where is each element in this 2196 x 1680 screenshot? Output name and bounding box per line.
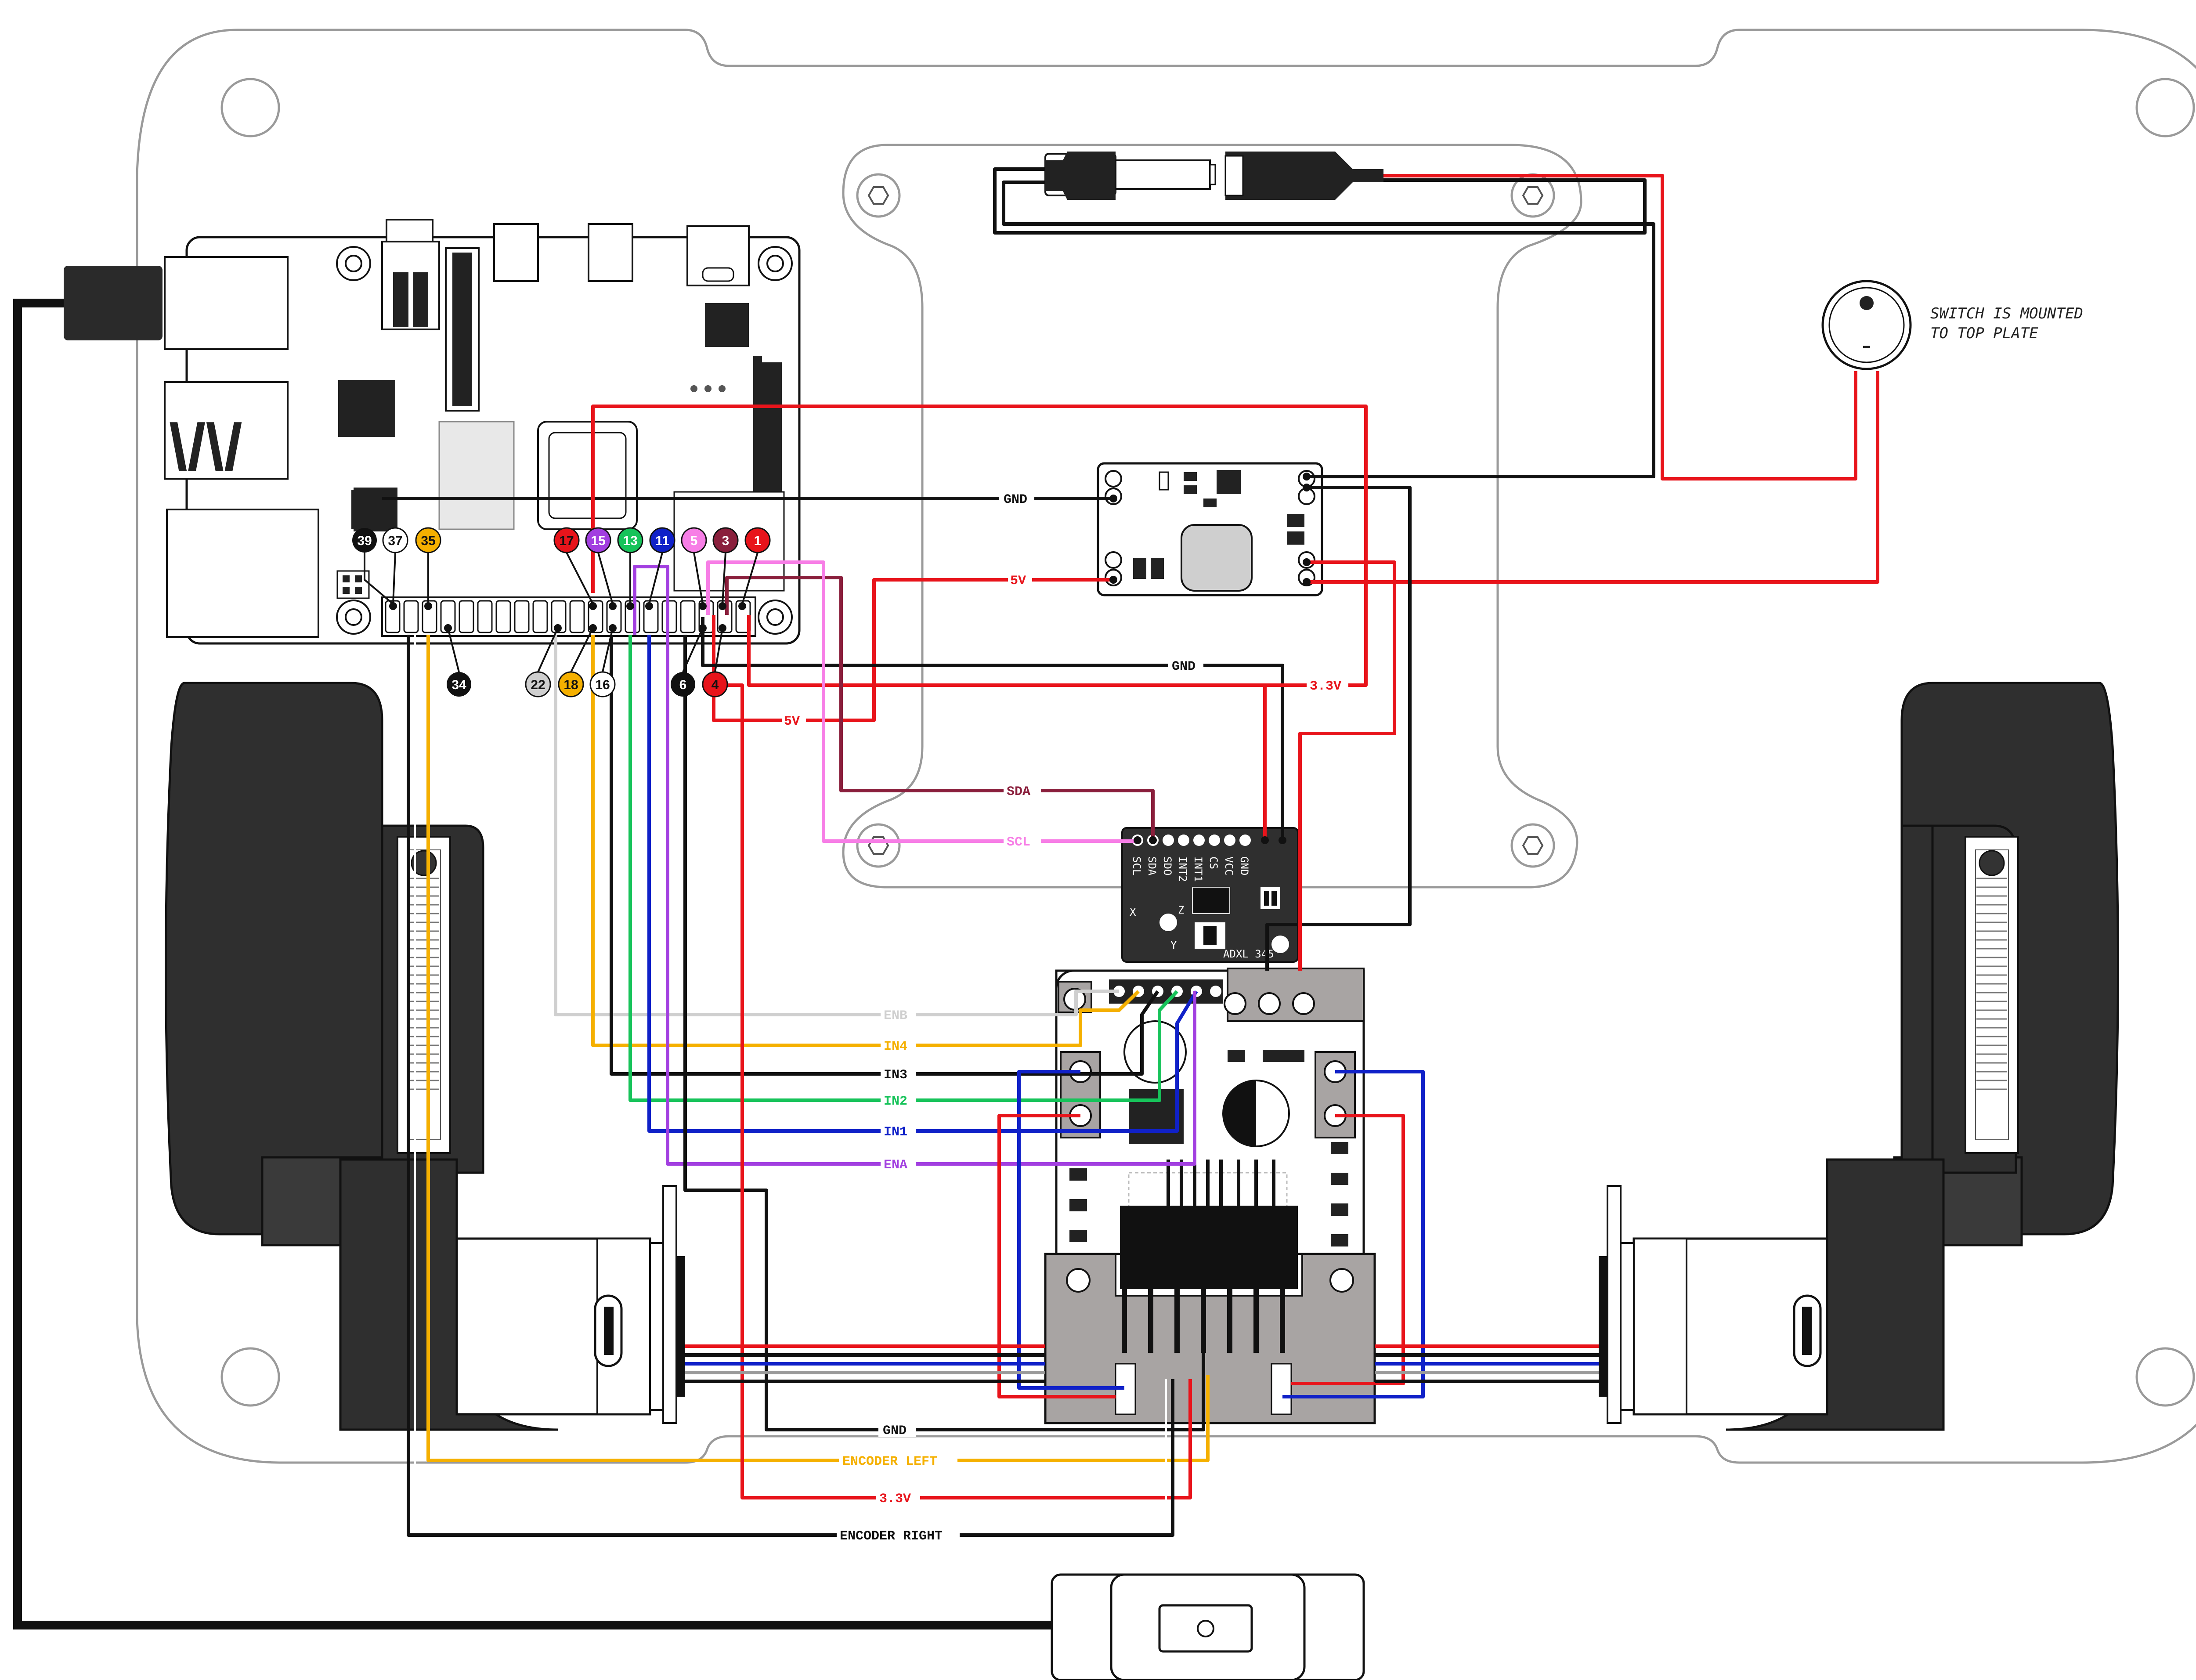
usb-power-cable (13, 299, 1052, 1629)
pin-badge-39: 39 (352, 528, 377, 553)
label-33v-bottom: 3.3V (879, 1492, 911, 1507)
pin-badge-1: 1 (744, 527, 771, 553)
svg-text:SDO: SDO (1161, 856, 1174, 875)
hex-standoff-1 (856, 173, 901, 218)
power-switch[interactable] (1821, 280, 1912, 370)
svg-text:22: 22 (531, 678, 545, 692)
label-in1: IN1 (884, 1125, 907, 1140)
imu-pin-holes (1132, 835, 1251, 846)
pin-badge-18: 18 (558, 671, 584, 697)
mount-hole-tl (220, 78, 280, 137)
label-enb: ENB (884, 1008, 907, 1023)
imu-pin-labels: SCL SDA SDO INT2 INT1 CS VCC GND (1131, 856, 1250, 882)
label-5v-top: 5V (1010, 574, 1026, 589)
motor-driver-board (1044, 968, 1376, 1424)
mount-hole-bl (220, 1347, 280, 1407)
svg-text:INT2: INT2 (1177, 856, 1189, 882)
svg-text:17: 17 (559, 534, 574, 548)
hex-standoff-4 (1510, 823, 1555, 868)
label-5v-mid: 5V (784, 714, 800, 729)
pin-badges-bottom: 34 22 18 16 6 4 (447, 671, 728, 697)
imu-axis-y: Y (1170, 939, 1177, 951)
pi-chip-block (351, 490, 395, 529)
raspberry-pi-board: \/\/ (164, 219, 801, 645)
label-in2: IN2 (884, 1094, 907, 1109)
driver-smd-parts (1069, 1142, 1348, 1246)
label-in4: IN4 (884, 1039, 907, 1054)
label-encoder-left: ENCODER LEFT (842, 1454, 937, 1469)
pin-badge-6: 6 (671, 672, 695, 697)
svg-text:6: 6 (679, 678, 687, 692)
svg-text:SCL: SCL (1131, 856, 1143, 875)
svg-text:SDA: SDA (1146, 856, 1158, 876)
right-wheel (1893, 682, 2119, 1246)
imu-axis-x: X (1130, 906, 1136, 918)
svg-text:INT1: INT1 (1192, 856, 1204, 882)
svg-text:39: 39 (357, 534, 372, 548)
switch-note-line1: SWITCH IS MOUNTED (1930, 305, 2083, 322)
pin-badge-15: 15 (585, 527, 611, 553)
label-in3: IN3 (884, 1068, 907, 1083)
driver-ic-legs (1122, 1160, 1285, 1353)
pin-badge-37: 37 (382, 527, 408, 553)
gpio-header-pins (385, 600, 751, 633)
dc-barrel-plug (1044, 152, 1216, 200)
svg-text:VCC: VCC (1223, 856, 1235, 875)
svg-text:37: 37 (388, 534, 402, 548)
mount-hole-br (2135, 1347, 2195, 1407)
pin-badges-top: 39 37 35 17 15 13 11 5 (352, 527, 771, 553)
dc-barrel-jack (1224, 152, 1383, 200)
svg-text:13: 13 (623, 534, 637, 548)
battery-pack (1051, 1573, 1365, 1680)
pin-badge-17: 17 (553, 527, 580, 553)
pin-badge-13: 13 (617, 527, 643, 553)
label-encoder-right: ENCODER RIGHT (840, 1529, 943, 1544)
svg-text:18: 18 (563, 678, 578, 692)
svg-text:16: 16 (595, 678, 610, 692)
gpio-pin-dots (389, 473, 1311, 844)
svg-text:3: 3 (722, 534, 730, 548)
wire-labels: GND 5V GND 3.3V 5V SDA SCL ENB IN4 IN3 I… (782, 491, 1348, 1544)
svg-text:11: 11 (655, 534, 669, 548)
svg-text:35: 35 (421, 534, 435, 548)
label-sda: SDA (1007, 784, 1030, 799)
usb-plug (64, 266, 163, 340)
label-gnd-top: GND (1004, 492, 1027, 507)
svg-text:5: 5 (690, 534, 698, 548)
mount-hole-tr (2135, 78, 2195, 137)
pin-badge-22: 22 (525, 671, 551, 697)
svg-text:34: 34 (451, 678, 466, 692)
svg-text:15: 15 (591, 534, 605, 548)
label-scl: SCL (1007, 835, 1030, 850)
wires (382, 167, 1879, 1537)
adxl345-module: SCL SDA SDO INT2 INT1 CS VCC GND X Y Z A… (1121, 827, 1299, 963)
pin-badge-4: 4 (702, 671, 728, 697)
battery-bracket-outline (842, 144, 1582, 889)
buck-converter (1097, 462, 1323, 596)
label-ena: ENA (884, 1158, 907, 1173)
svg-text:CS: CS (1207, 856, 1220, 869)
svg-text:\/\/: \/\/ (169, 410, 242, 484)
imu-axis-z: Z (1178, 904, 1184, 916)
left-motor (339, 1158, 685, 1431)
right-motor (1599, 1158, 1945, 1431)
pin-badge-35: 35 (415, 527, 441, 553)
label-gnd-bottom: GND (883, 1423, 907, 1438)
pin-badge-34: 34 (447, 672, 471, 697)
hex-standoff-3 (856, 823, 901, 868)
pin-leader-lines (364, 552, 758, 672)
pin-badge-16: 16 (589, 671, 616, 697)
pin-badge-5: 5 (681, 527, 707, 553)
svg-text:1: 1 (754, 534, 762, 548)
pin-badge-3: 3 (712, 527, 739, 553)
svg-text:4: 4 (712, 678, 719, 692)
switch-note-line2: TO TOP PLATE (1930, 325, 2038, 342)
label-gnd-mid: GND (1172, 659, 1196, 674)
pin-badge-11: 11 (649, 527, 675, 553)
label-33v-mid: 3.3V (1310, 679, 1341, 694)
svg-text:GND: GND (1238, 856, 1250, 875)
